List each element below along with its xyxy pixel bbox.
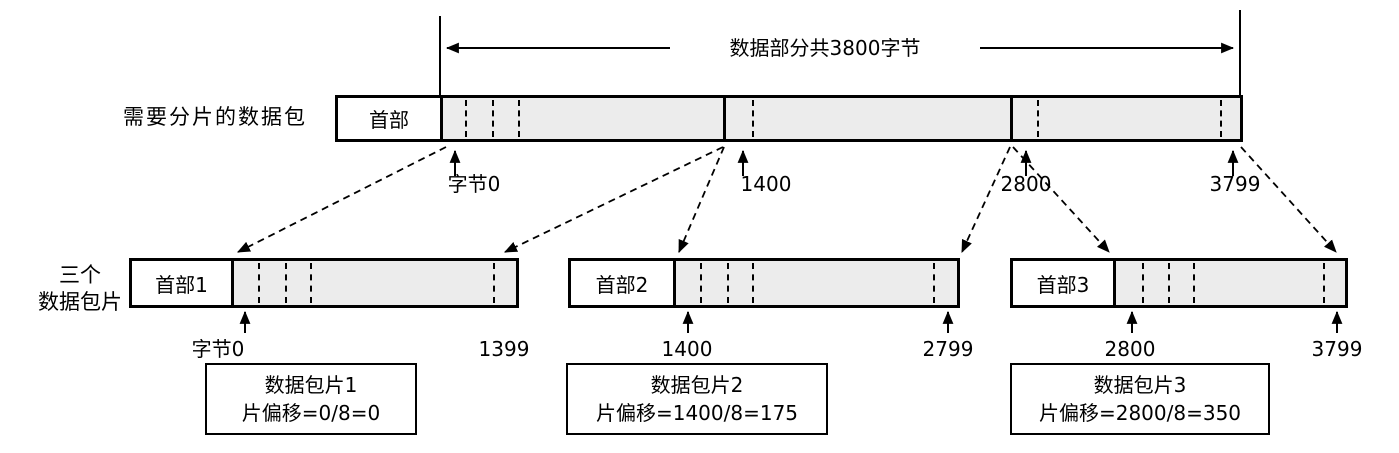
map-arrow-frag1-end	[504, 146, 724, 253]
fragments-section-label-line1: 三个	[59, 263, 101, 287]
fragment-1-start-label: 字节0	[191, 337, 245, 361]
map-arrow-frag2-end	[961, 146, 1011, 253]
fragment-byte-arrows	[239, 310, 1343, 333]
dotted-line	[465, 100, 467, 137]
fragment-2-box: 首部2	[568, 258, 960, 308]
original-packet-label: 需要分片的数据包	[123, 105, 307, 129]
dotted-line	[700, 263, 702, 303]
byte-marker-2800: 2800	[1000, 172, 1052, 196]
fragment-2-end-label: 2799	[922, 337, 974, 361]
fragment-3-header: 首部3	[1013, 261, 1116, 305]
dotted-line	[492, 100, 494, 137]
dotted-line	[285, 263, 287, 303]
fragment-3-info-box: 数据包片3 片偏移=2800/8=350	[1010, 363, 1270, 435]
fragment-1-end-label: 1399	[478, 337, 530, 361]
dotted-line	[1037, 100, 1039, 137]
dotted-line	[933, 263, 935, 303]
dotted-line	[752, 263, 754, 303]
fragment-1-header: 首部1	[132, 261, 234, 305]
fragment-1-header-label: 首部1	[155, 272, 208, 297]
fragment-3-start-label: 2800	[1104, 337, 1156, 361]
fragment-2-info-offset: 片偏移=1400/8=175	[595, 401, 799, 425]
dotted-line	[258, 263, 260, 303]
dotted-line	[518, 100, 520, 137]
fragments-section-label: 三个 数据包片	[10, 262, 150, 316]
fragments-section-label-line2: 数据包片	[38, 290, 122, 314]
fragment-3-end-label: 3799	[1311, 337, 1363, 361]
map-arrow-frag3-start	[1012, 146, 1110, 253]
fragment-2-start-label: 1400	[661, 337, 713, 361]
dotted-line	[310, 263, 312, 303]
dotted-line	[1142, 263, 1144, 303]
data-span-label: 数据部分共3800字节	[670, 36, 980, 60]
map-arrow-frag1-start	[237, 146, 447, 253]
fragment-mapping-arrows	[237, 146, 1337, 253]
dotted-line	[1323, 263, 1325, 303]
fragment-2-header-label: 首部2	[595, 272, 649, 297]
fragment-2-info-title: 数据包片2	[650, 373, 744, 397]
dotted-line	[1220, 100, 1222, 137]
original-packet-box: 首部	[335, 95, 1243, 142]
dotted-line	[1168, 263, 1170, 303]
dotted-line	[493, 263, 495, 303]
fragment-1-info-box: 数据包片1 片偏移=0/8=0	[205, 363, 417, 435]
fragment-2-header: 首部2	[571, 261, 676, 305]
fragment-1-info-offset: 片偏移=0/8=0	[241, 401, 381, 425]
fragment-1-info-title: 数据包片1	[264, 373, 358, 397]
original-packet-header-label: 首部	[369, 108, 409, 132]
fragment-2-info-box: 数据包片2 片偏移=1400/8=175	[566, 363, 828, 435]
fragment-3-info-offset: 片偏移=2800/8=350	[1038, 401, 1242, 425]
fragment-3-box: 首部3	[1010, 258, 1348, 308]
fragment-3-info-title: 数据包片3	[1093, 373, 1187, 397]
dotted-line	[752, 100, 754, 137]
byte-marker-1400: 1400	[740, 172, 792, 196]
byte-marker-0: 字节0	[447, 172, 501, 196]
fragment-3-header-label: 首部3	[1036, 272, 1090, 297]
map-arrow-frag2-start	[678, 146, 725, 253]
segment-divider-2800	[1010, 98, 1013, 139]
byte-marker-3799: 3799	[1209, 172, 1261, 196]
fragment-1-box: 首部1	[129, 258, 519, 308]
original-packet-header: 首部	[338, 98, 443, 139]
segment-divider-1400	[723, 98, 726, 139]
top-byte-arrows	[449, 149, 1239, 176]
dotted-line	[727, 263, 729, 303]
dotted-line	[1193, 263, 1195, 303]
map-arrow-frag3-end	[1240, 146, 1337, 253]
